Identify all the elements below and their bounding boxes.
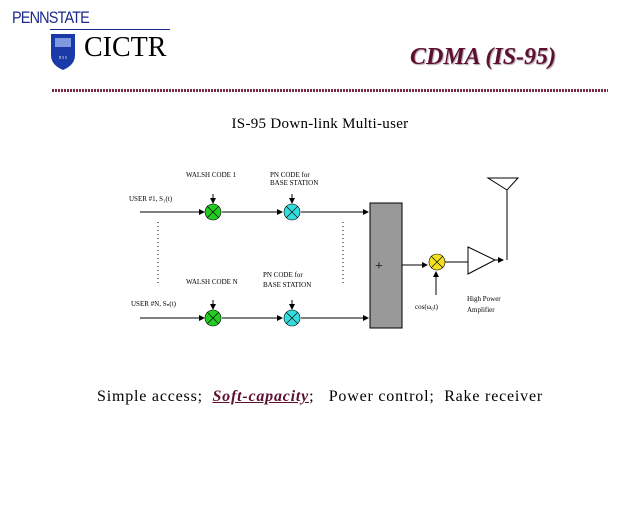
antenna-icon [486,177,520,191]
soft-capacity-link[interactable]: Soft-capacity [212,388,310,405]
feature-list: Simple access; Soft-capacity; Power cont… [0,388,640,406]
amplifier-icon [467,246,497,275]
slide-title: CDMA (IS-95) [410,44,557,70]
user1-label: USER #1, S₁(t) [129,195,173,203]
feature-power-control: Power control; [328,388,435,405]
pnN-mixer-icon [283,309,301,327]
diagram-title: IS-95 Down-link Multi-user [231,116,409,132]
pn1-label: PN CODE for [270,171,310,179]
separator: ; [309,388,315,405]
summer-symbol: + [375,259,383,274]
walshN-mixer-icon [204,309,222,327]
svg-text:8 5 5: 8 5 5 [59,55,67,60]
pn1-mixer-icon [283,203,301,221]
pnN-label-2: BASE STATION [263,281,311,289]
cictr-logo-text: CICTR [84,32,167,63]
amp-label-2: Amplifier [467,306,495,314]
carrier-mixer-icon [428,253,446,271]
logo-underline [50,29,170,30]
walshN-label: WALSH CODE N [186,278,238,286]
pennstate-logo-text: PENNSTATE [12,8,90,27]
feature-simple-access: Simple access; [97,388,203,405]
walsh1-label: WALSH CODE 1 [186,171,237,179]
nittany-shield-icon: 8 5 5 [51,34,75,70]
pnN-label: PN CODE for [263,271,303,279]
userN-label: USER #N, Sₙ(t) [131,300,177,308]
amp-label: High Power [467,295,501,303]
feature-rake-receiver: Rake receiver [444,388,543,405]
carrier-label: cos(ω₀t) [415,303,439,311]
pn1-label-2: BASE STATION [270,179,318,187]
walsh1-mixer-icon [204,203,222,221]
dotted-divider [52,89,608,92]
